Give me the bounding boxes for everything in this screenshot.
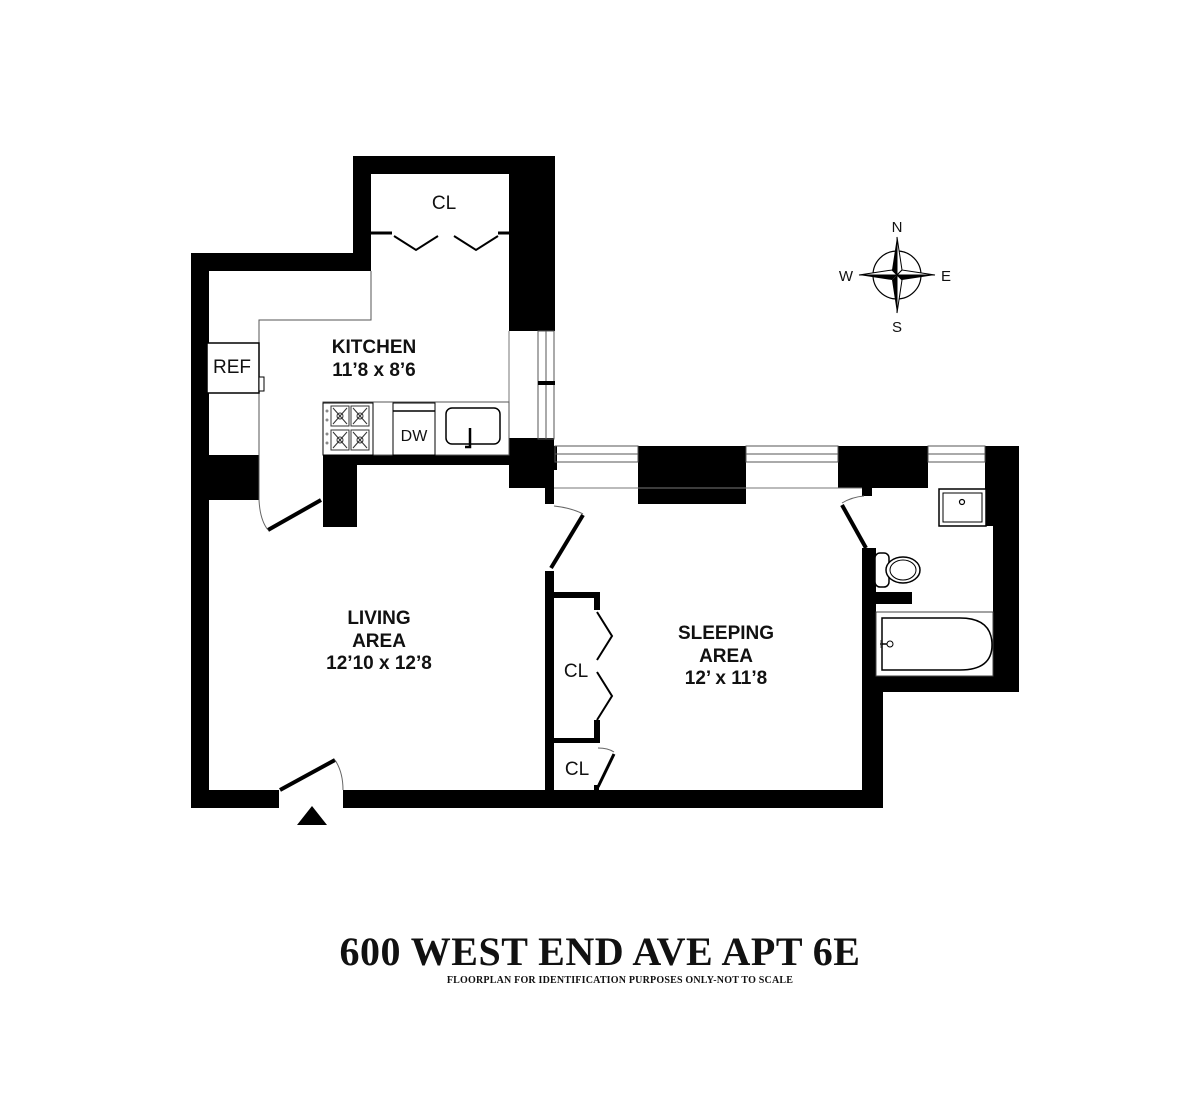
- bathtub-icon: [875, 611, 994, 677]
- kitchen-counter-outline: [258, 271, 372, 500]
- toilet-icon: [874, 552, 921, 588]
- stove-icon: [322, 402, 374, 456]
- compass-south: S: [892, 319, 902, 336]
- kitchen-closet-label: CL: [432, 193, 456, 214]
- entry-arrow-icon: [297, 806, 327, 825]
- listing-title: 600 WEST END AVE APT 6E: [339, 929, 861, 974]
- living-name-line1: LIVING: [347, 608, 410, 629]
- refrigerator-label: REF: [213, 357, 251, 378]
- living-dimensions: 12’10 x 12’8: [326, 653, 432, 674]
- kitchen-label: KITCHEN 11’8 x 8’6: [332, 337, 416, 381]
- doors: [258, 231, 868, 792]
- kitchen-name: KITCHEN: [332, 337, 416, 358]
- sleeping-dimensions: 12’ x 11’8: [685, 668, 767, 689]
- sleeping-closet-large-label: CL: [564, 661, 588, 682]
- dishwasher-label: DW: [401, 428, 429, 445]
- compass-north: N: [892, 219, 903, 236]
- living-name-line2: AREA: [352, 631, 406, 652]
- sleeping-closet-small-label: CL: [565, 759, 589, 780]
- dishwasher: DW: [392, 402, 436, 456]
- sleeping-name-line1: SLEEPING: [678, 623, 774, 644]
- refrigerator: REF: [206, 342, 265, 394]
- compass-rose-icon: N S W E: [839, 219, 951, 336]
- sleeping-area-label: SLEEPING AREA 12’ x 11’8: [678, 623, 774, 689]
- windows: [537, 330, 986, 489]
- bathroom-sink-icon: [938, 488, 987, 527]
- listing-disclaimer: FLOORPLAN FOR IDENTIFICATION PURPOSES ON…: [446, 975, 794, 986]
- sleeping-name-line2: AREA: [699, 646, 753, 667]
- walls: [191, 156, 1019, 808]
- kitchen-sink-icon: [445, 407, 501, 449]
- kitchen-dimensions: 11’8 x 8’6: [332, 360, 415, 381]
- compass-east: E: [941, 268, 951, 285]
- compass-west: W: [839, 268, 854, 285]
- living-area-label: LIVING AREA 12’10 x 12’8: [326, 608, 432, 674]
